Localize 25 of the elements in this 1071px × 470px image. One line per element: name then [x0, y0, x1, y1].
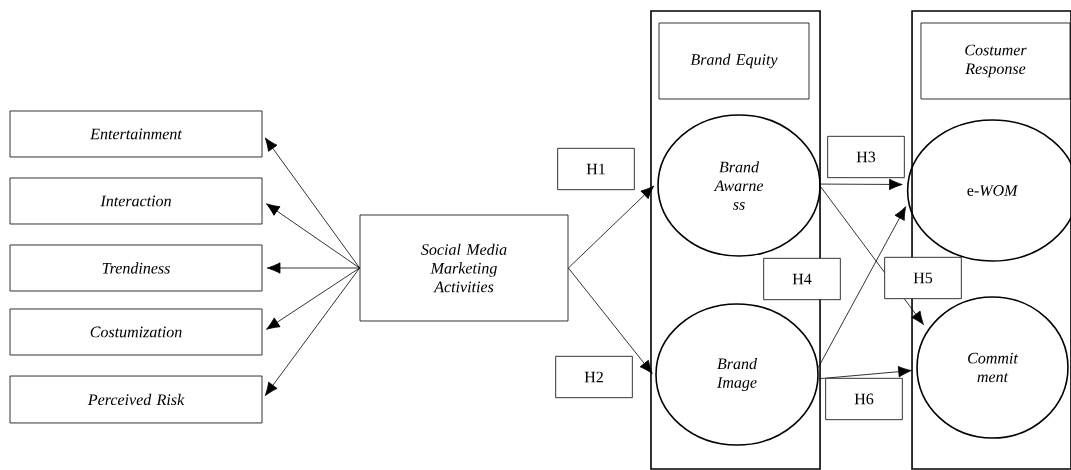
concept-box: Trendiness [9, 244, 263, 292]
arrow [568, 185, 655, 269]
arrow [818, 366, 912, 380]
concept-box: Social Media Marketing Activities [359, 214, 569, 322]
arrow [266, 203, 360, 269]
concept-box: Perceived Risk [9, 375, 263, 424]
concept-box: Costumer Response [920, 22, 1071, 100]
arrow [568, 267, 653, 374]
group-column [650, 10, 821, 470]
concept-box: Costumization [9, 308, 263, 356]
hypothesis-label: H3 [827, 135, 905, 179]
concept-box: Entertainment [9, 110, 263, 158]
hypothesis-label: H1 [557, 147, 635, 191]
concept-box: Brand Equity [658, 22, 810, 100]
concept-box: Interaction [9, 177, 263, 225]
hypothesis-label: H2 [555, 355, 633, 399]
arrow [266, 267, 360, 330]
arrow [264, 267, 360, 396]
arrow [266, 262, 360, 274]
arrow [264, 137, 360, 269]
arrow [820, 178, 903, 191]
arrow [818, 206, 907, 368]
hypothesis-label: H4 [763, 257, 841, 301]
hypothesis-label: H6 [825, 377, 903, 421]
hypothesis-label: H5 [884, 256, 962, 300]
